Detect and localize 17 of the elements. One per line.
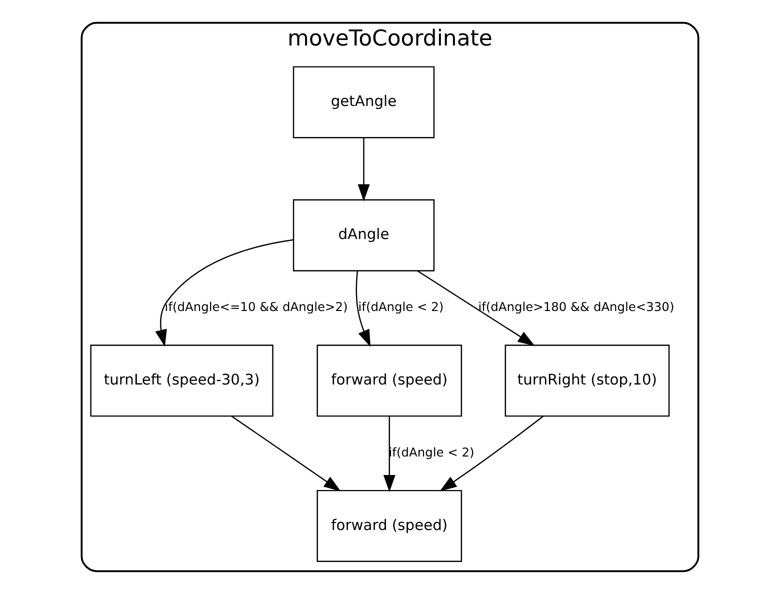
edge-label: if(dAngle < 2) <box>388 445 474 460</box>
node-box: forward (speed) <box>316 344 462 417</box>
node-box: turnRight (stop,10) <box>504 344 670 417</box>
arrow <box>154 239 293 347</box>
node-box: turnLeft (speed-30,3) <box>90 344 273 417</box>
arrow <box>439 416 544 492</box>
arrow <box>230 416 340 492</box>
arrow <box>382 416 395 492</box>
arrow <box>416 270 534 346</box>
node-box: getAngle <box>292 66 434 138</box>
edge-label: if(dAngle>180 && dAngle<330) <box>478 300 674 314</box>
node-box: forward (speed) <box>316 490 462 562</box>
arrow <box>357 138 370 202</box>
edge-label: if(dAngle < 2) <box>358 300 444 314</box>
arrow <box>355 271 370 347</box>
node-box: dAngle <box>292 199 434 272</box>
edge-label: if(dAngle<=10 && dAngle>2) <box>164 300 348 314</box>
